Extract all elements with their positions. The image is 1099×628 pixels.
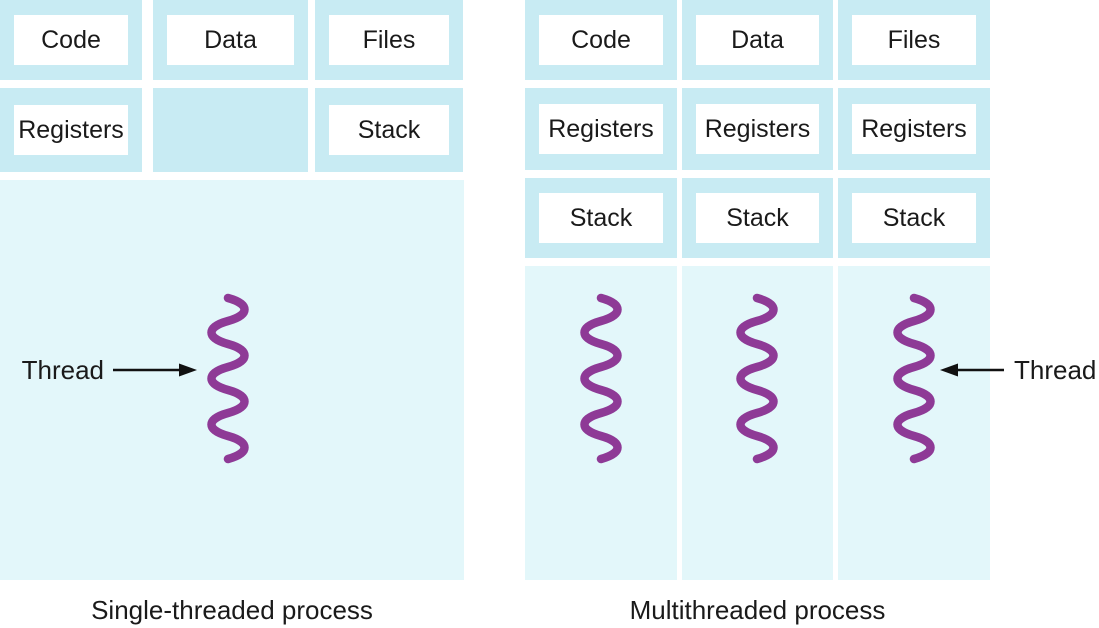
cell-label-box: Registers [14, 105, 128, 155]
stack-label: Stack [569, 203, 633, 232]
data-label: Data [204, 25, 257, 54]
right-cell-data: Data [682, 0, 833, 80]
registers-label: Registers [704, 114, 811, 143]
left-thread-area [0, 180, 464, 580]
registers-label: Registers [18, 115, 124, 144]
right-thread-label: Thread [1014, 355, 1097, 385]
cell-label-box: Data [696, 15, 819, 65]
left-cell-code: Code [0, 0, 142, 80]
data-label: Data [731, 25, 784, 54]
right-cell-registers-3: Registers [838, 88, 990, 170]
cell-label-box: Registers [696, 104, 819, 154]
files-label: Files [887, 25, 941, 54]
code-label: Code [571, 25, 631, 54]
left-arrow-icon [940, 363, 1004, 377]
left-cell-registers: Registers [0, 88, 142, 172]
files-label: Files [362, 25, 416, 54]
cell-label-box: Stack [539, 193, 663, 243]
cell-label-box: Data [167, 15, 294, 65]
right-panel-caption: Multithreaded process [629, 595, 886, 625]
right-cell-stack-3: Stack [838, 178, 990, 258]
left-thread-label: Thread [21, 355, 104, 385]
right-arrow-icon [113, 363, 197, 377]
left-cell-files: Files [315, 0, 463, 80]
thread-squiggle-icon [893, 293, 935, 464]
thread-squiggle-icon [580, 293, 622, 464]
cell-label-box: Code [539, 15, 663, 65]
cell-label-box: Registers [539, 104, 663, 154]
left-cell-empty [153, 88, 308, 172]
thread-squiggle-icon [736, 293, 778, 464]
left-cell-stack: Stack [315, 88, 463, 172]
stack-label: Stack [357, 115, 421, 144]
cell-label-box: Registers [852, 104, 976, 154]
cell-label-box: Files [329, 15, 449, 65]
right-cell-registers-1: Registers [525, 88, 677, 170]
right-cell-files: Files [838, 0, 990, 80]
cell-label-box: Stack [852, 193, 976, 243]
registers-label: Registers [548, 114, 654, 143]
right-cell-code: Code [525, 0, 677, 80]
stack-label: Stack [882, 203, 946, 232]
cell-label-box: Stack [329, 105, 449, 155]
stack-label: Stack [726, 203, 789, 232]
left-cell-data: Data [153, 0, 308, 80]
thread-squiggle-icon [207, 293, 249, 464]
right-cell-stack-2: Stack [682, 178, 833, 258]
right-cell-registers-2: Registers [682, 88, 833, 170]
code-label: Code [41, 25, 101, 54]
cell-label-box: Code [14, 15, 128, 65]
left-panel-caption: Single-threaded process [91, 595, 373, 625]
cell-label-box: Files [852, 15, 976, 65]
registers-label: Registers [861, 114, 967, 143]
cell-label-box: Stack [696, 193, 819, 243]
right-cell-stack-1: Stack [525, 178, 677, 258]
